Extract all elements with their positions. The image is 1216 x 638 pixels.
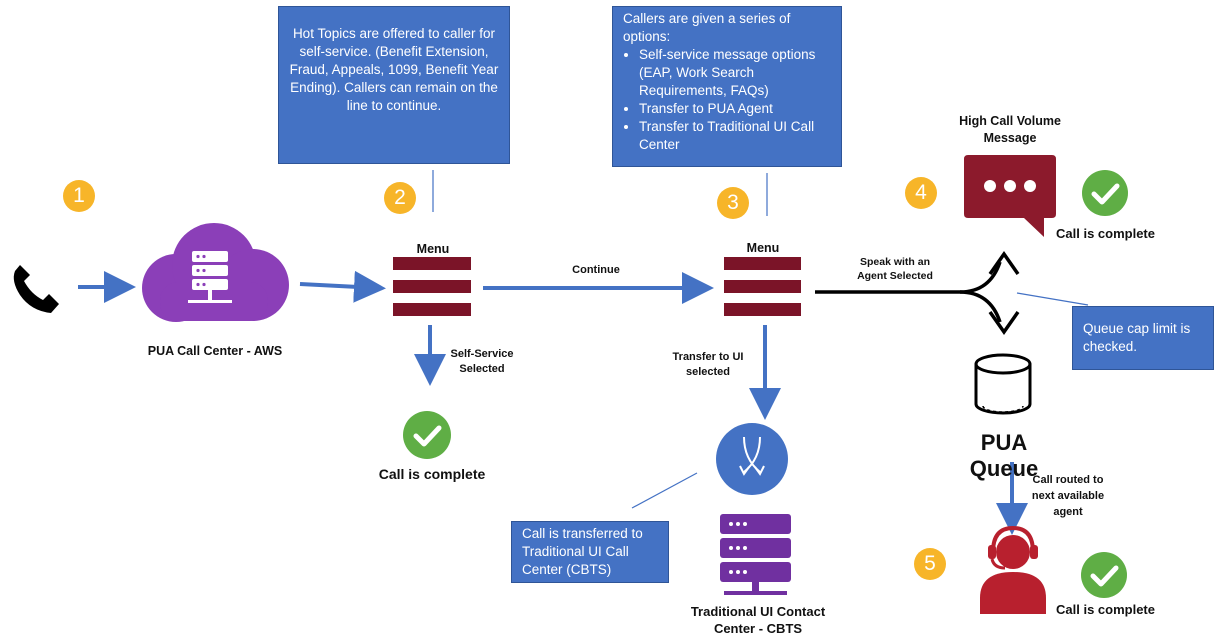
step-badge-2: 2 <box>384 182 416 214</box>
label-menu-2: Menu <box>746 241 780 255</box>
label-continue: Continue <box>572 264 620 276</box>
callout-hot-topics: Hot Topics are offered to caller for sel… <box>278 6 510 164</box>
check-icon <box>1081 552 1127 598</box>
label-menu-1: Menu <box>416 242 450 256</box>
split-arrow <box>815 250 1020 336</box>
label-high-volume: High Call Volume Message <box>959 114 1061 145</box>
callout-option-item: Self-service message options (EAP, Work … <box>639 46 833 100</box>
label-transfer-ui: Transfer to UI selected <box>672 351 744 378</box>
callout-options-list: Self-service message options (EAP, Work … <box>623 46 833 154</box>
agent-headset-icon <box>980 525 1046 614</box>
check-icon <box>403 411 451 459</box>
leader-line-transferred <box>631 472 698 509</box>
callout-transferred: Call is transferred to Traditional UI Ca… <box>511 521 669 583</box>
label-complete-3: Call is complete <box>1056 602 1155 617</box>
phone-icon <box>13 265 60 313</box>
step-badge-4: 4 <box>905 177 937 209</box>
callout-options-intro: Callers are given a series of options: <box>623 11 791 44</box>
label-traditional: Traditional UI Contact Center - CBTS <box>690 604 826 636</box>
label-self-service: Self-Service Selected <box>450 348 514 375</box>
label-call-center: PUA Call Center - AWS <box>147 344 283 358</box>
label-speak-agent: Speak with an Agent Selected <box>857 256 933 282</box>
callout-option-item: Transfer to Traditional UI Call Center <box>639 118 833 154</box>
transfer-icon <box>716 423 788 495</box>
step-badge-5: 5 <box>914 548 946 580</box>
callout-options: Callers are given a series of options: S… <box>612 6 842 167</box>
menu-icon <box>393 257 471 316</box>
callout-hot-topics-text: Hot Topics are offered to caller for sel… <box>289 26 499 113</box>
callout-transferred-text: Call is transferred to Traditional UI Ca… <box>522 526 643 577</box>
database-icon <box>974 353 1032 415</box>
callout-queue-cap-text: Queue cap limit is checked. <box>1083 321 1191 354</box>
callout-queue-cap: Queue cap limit is checked. <box>1072 306 1214 370</box>
menu-icon <box>724 257 801 316</box>
label-routed: Call routed to next available agent <box>1031 474 1105 518</box>
speech-bubble-icon <box>964 155 1056 237</box>
check-icon <box>1082 170 1128 216</box>
label-complete-1: Call is complete <box>378 466 486 482</box>
step-badge-3: 3 <box>717 187 749 219</box>
arrow-cloud-to-menu <box>299 270 386 303</box>
label-complete-2: Call is complete <box>1056 226 1155 241</box>
label-queue: PUA Queue <box>969 430 1039 481</box>
step-badge-1: 1 <box>63 180 95 212</box>
leader-line-queue-cap <box>1016 292 1089 306</box>
callout-option-item: Transfer to PUA Agent <box>639 100 833 118</box>
server-rack-icon <box>720 514 791 595</box>
cloud-server-icon <box>142 223 289 322</box>
